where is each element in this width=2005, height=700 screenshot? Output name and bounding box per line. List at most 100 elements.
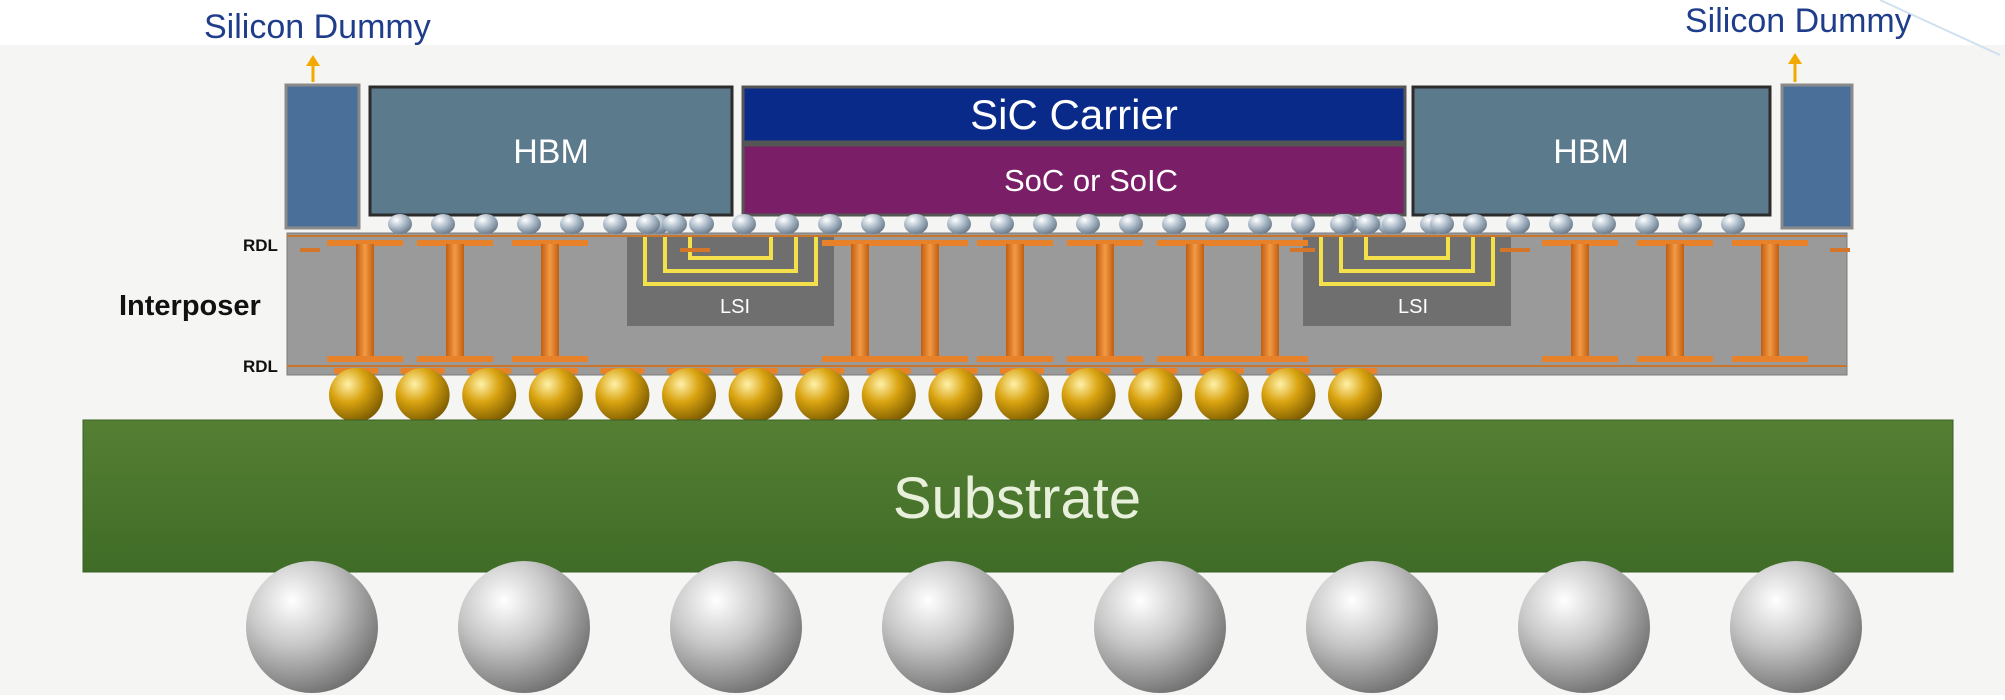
via-bottom-pad (1637, 356, 1713, 362)
microbump (904, 214, 928, 234)
microbump (775, 214, 799, 234)
bga-ball (670, 561, 802, 693)
microbump (1033, 214, 1057, 234)
rdl-trace (680, 248, 710, 252)
microbump (1549, 214, 1573, 234)
lsi-right-label: LSI (1398, 296, 1428, 318)
hbm-right (1411, 85, 1772, 217)
via-top-pad (512, 240, 588, 246)
substrate (82, 419, 1954, 573)
c4-bump (329, 368, 383, 422)
microbump (603, 214, 627, 234)
c4-bump (728, 368, 783, 422)
silicon-dummy-right (1780, 83, 1854, 230)
rdl-top-label: RDL (243, 236, 278, 255)
rdl-trace (1500, 248, 1530, 252)
via (1096, 244, 1114, 362)
via (1261, 244, 1279, 362)
hbm-right-label: HBM (1553, 133, 1629, 171)
via (1186, 244, 1204, 362)
c4-bump (1128, 368, 1183, 422)
lsi-right: LSI (1303, 236, 1511, 326)
hbm-left (368, 85, 734, 217)
c4-bump (1261, 368, 1316, 422)
microbump (636, 214, 660, 234)
microbump (732, 214, 756, 234)
via-bottom-pad (512, 356, 588, 362)
interposer-label: Interposer (119, 290, 261, 322)
via-top-pad (1232, 240, 1308, 246)
microbump (690, 214, 714, 234)
via-top-pad (1637, 240, 1713, 246)
via-top-pad (892, 240, 968, 246)
microbump (1291, 214, 1315, 234)
bga-ball (1730, 561, 1862, 693)
via-top-pad (417, 240, 493, 246)
c4-bump (528, 368, 583, 422)
sic-carrier (741, 85, 1407, 144)
microbump (818, 214, 842, 234)
bga-ball (1306, 561, 1438, 693)
bga-ball (1518, 561, 1650, 693)
via-top-pad (1732, 240, 1808, 246)
microbump (1162, 214, 1186, 234)
via-bottom-pad (1732, 356, 1808, 362)
via (356, 244, 374, 362)
rdl-trace (1290, 248, 1315, 252)
sic-carrier-label: SiC Carrier (970, 91, 1178, 138)
microbump (1248, 214, 1272, 234)
microbump (1330, 214, 1354, 234)
silicon-dummy-left-label: Silicon Dummy (204, 8, 431, 46)
substrate-label: Substrate (893, 466, 1141, 531)
via (851, 244, 869, 362)
microbump (1205, 214, 1229, 234)
c4-bump (795, 368, 850, 422)
via-bottom-pad (417, 356, 493, 362)
microbump (1678, 214, 1702, 234)
microbump (1635, 214, 1659, 234)
c4-bump (395, 368, 450, 422)
via-bottom-pad (1232, 356, 1308, 362)
via-top-pad (327, 240, 403, 246)
through-vias (300, 240, 1850, 362)
microbump (663, 214, 687, 234)
via-bottom-pad (1157, 356, 1233, 362)
microbump (990, 214, 1014, 234)
c4-bump (1061, 368, 1116, 422)
c4-bump (1194, 368, 1249, 422)
via (446, 244, 464, 362)
decorative-curve (1879, 0, 2001, 56)
via (1571, 244, 1589, 362)
silicon-dummy-right-label: Silicon Dummy (1685, 2, 1912, 40)
c4-bump (595, 368, 650, 422)
microbump (947, 214, 971, 234)
via-top-pad (822, 240, 898, 246)
microbump (1076, 214, 1100, 234)
silicon-dummy-left (284, 83, 361, 230)
via-bottom-pad (1542, 356, 1618, 362)
soc-die (741, 143, 1407, 217)
bga-ball (882, 561, 1014, 693)
microbumps (388, 214, 1745, 234)
arrow-right-icon (1788, 53, 1802, 82)
via-top-pad (1542, 240, 1618, 246)
via (921, 244, 939, 362)
microbump (1119, 214, 1143, 234)
microbump (474, 214, 498, 234)
c4-bump (928, 368, 983, 422)
via-bottom-pad (1067, 356, 1143, 362)
via-bottom-pad (327, 356, 403, 362)
c4-bump (1328, 368, 1382, 422)
microbump (1430, 214, 1454, 234)
c4-bump (662, 368, 716, 422)
interposer (286, 232, 1848, 376)
lsi-left: LSI (627, 236, 834, 326)
via (1666, 244, 1684, 362)
microbump (560, 214, 584, 234)
via-top-pad (977, 240, 1053, 246)
c4-bump (995, 368, 1049, 422)
microbump (861, 214, 885, 234)
c4-bump (462, 368, 517, 422)
bga-ball (246, 561, 378, 693)
via-bottom-pad (977, 356, 1053, 362)
